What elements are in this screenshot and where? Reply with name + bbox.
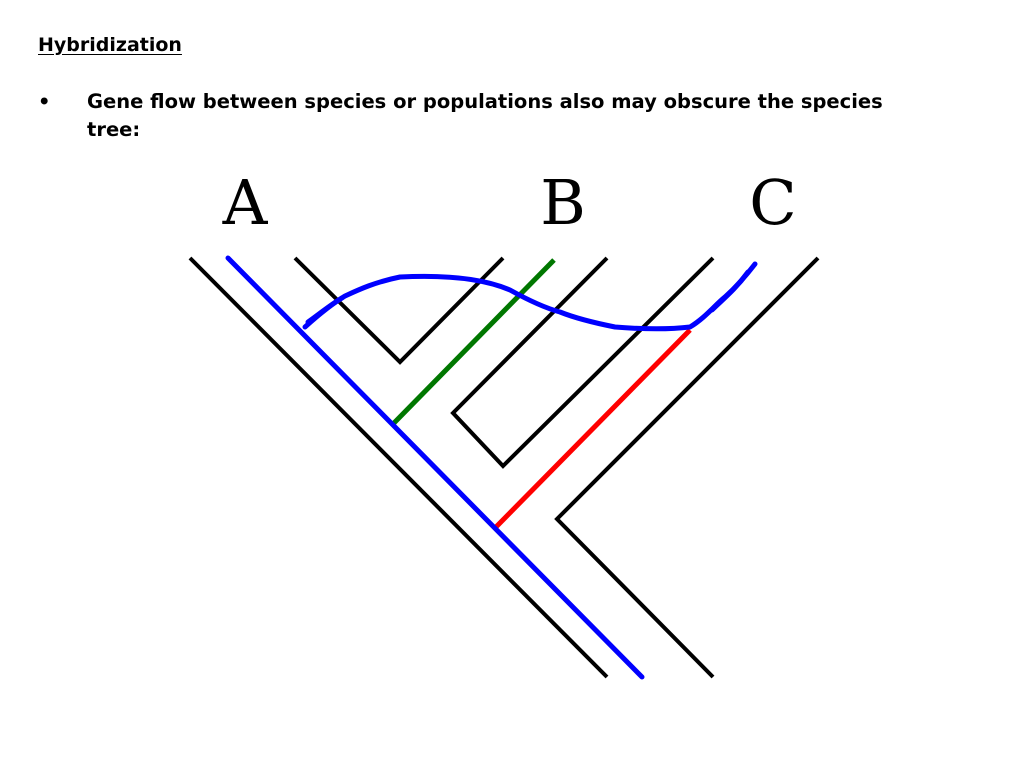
bullet-list: • Gene flow between species or populatio… bbox=[38, 88, 938, 144]
species-tree-b-c-inner-notch bbox=[450, 256, 715, 469]
bullet-item: • Gene flow between species or populatio… bbox=[38, 88, 938, 144]
species-tree-a-b-inner-notch bbox=[293, 256, 505, 365]
bullet-text: Gene flow between species or populations… bbox=[87, 90, 883, 141]
gene-tree-hand-drawn-connection bbox=[302, 261, 758, 332]
species-tree bbox=[188, 256, 820, 679]
gene-tree bbox=[225, 255, 758, 680]
gene-flow-line-ab bbox=[391, 258, 556, 426]
bullet-marker: • bbox=[38, 90, 51, 113]
species-tree-outer-left-edge bbox=[188, 256, 609, 679]
taxon-label-c: C bbox=[749, 166, 796, 239]
species-tree-outer-right-edge bbox=[554, 256, 820, 679]
gene-tree-lineage-a bbox=[225, 255, 645, 680]
gene-tree-hand-drawn-retrace bbox=[305, 269, 751, 325]
taxon-label-a: A bbox=[222, 166, 269, 239]
taxon-label-b: B bbox=[540, 166, 586, 239]
gene-flow-line-ac bbox=[494, 328, 692, 529]
slide-heading: Hybridization bbox=[38, 34, 182, 56]
